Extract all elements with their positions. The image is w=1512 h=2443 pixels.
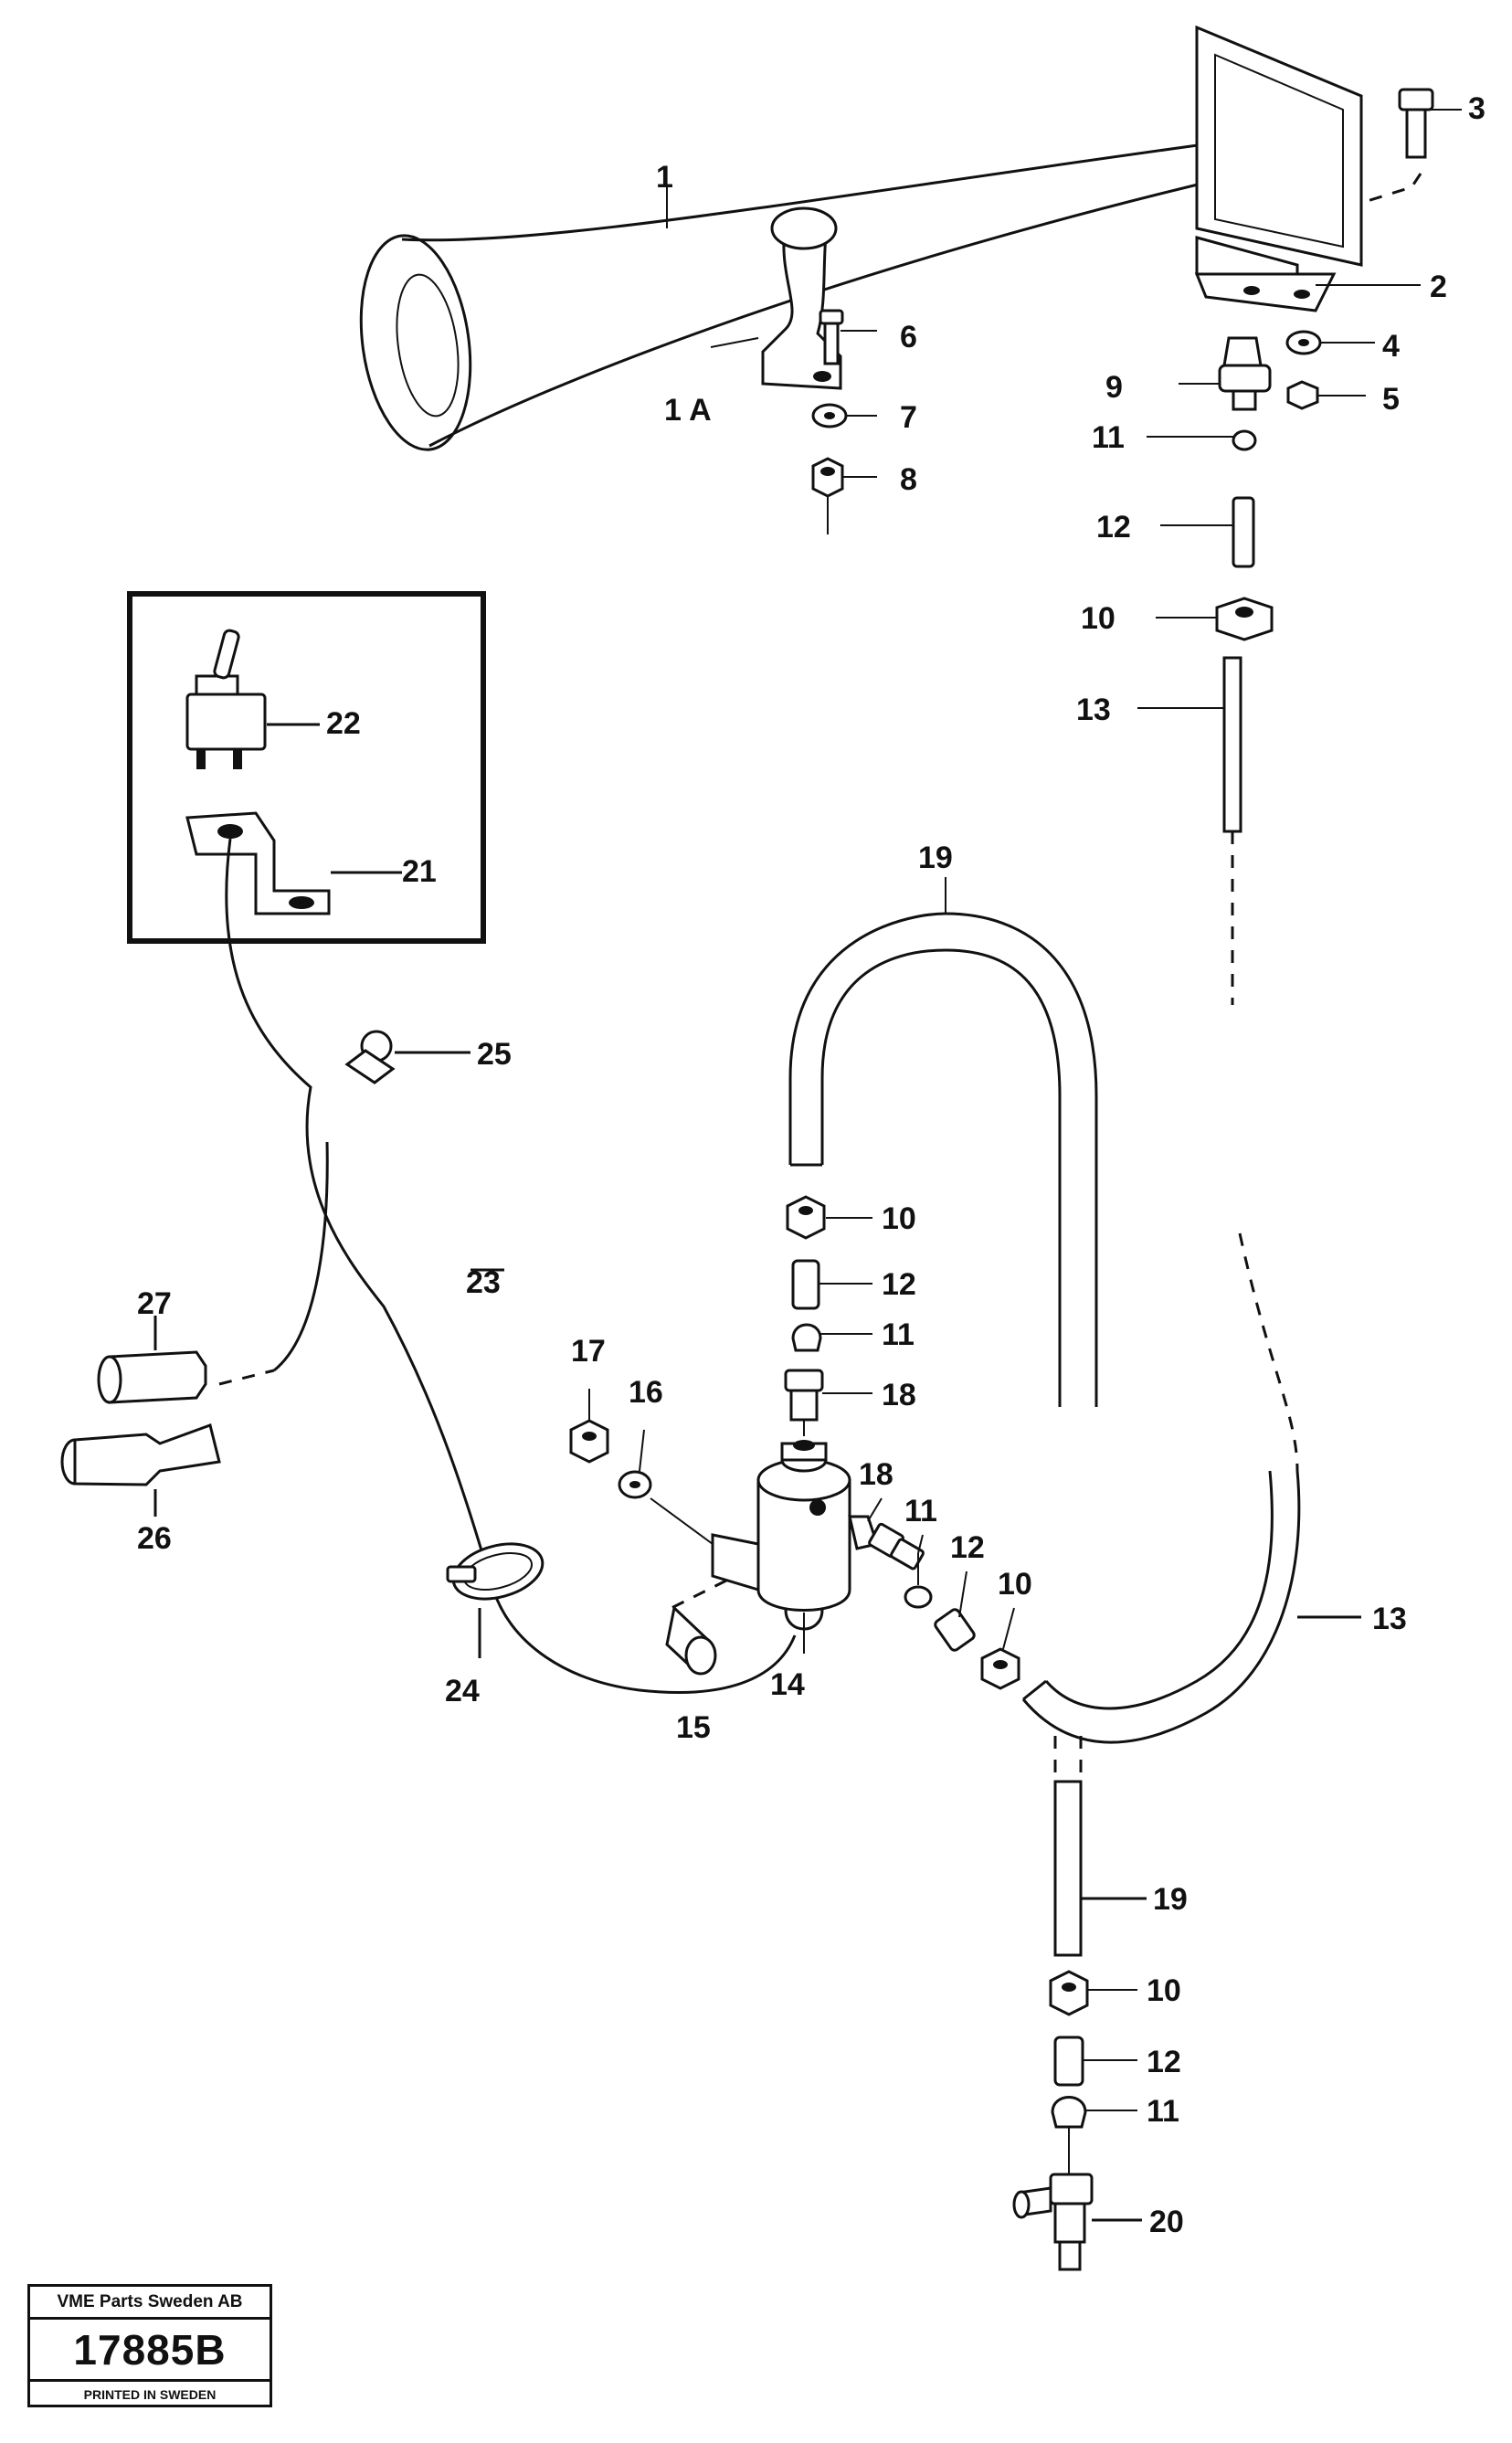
olive-11-mid: [791, 1323, 822, 1352]
bolt-3: [1360, 88, 1434, 205]
label-12-top: 12: [1096, 510, 1131, 545]
label-11-top: 11: [1092, 420, 1125, 455]
solenoid-valve-14: [671, 1440, 851, 1631]
label-10-side: 10: [998, 1567, 1032, 1602]
sleeve-12-side: [934, 1608, 976, 1652]
washer-7: [811, 403, 848, 428]
olive-11-top: [1232, 429, 1257, 451]
bolt-15: [665, 1605, 717, 1676]
label-1: 1: [656, 160, 673, 195]
label-4: 4: [1382, 329, 1400, 364]
bracket-21: [185, 811, 331, 915]
stamp-drawing-number: 17885B: [30, 2320, 270, 2382]
part-labels: 1 1 A 2 3 4 5 6 7 8 9 11 12 10 13 22 21 …: [137, 91, 1486, 2239]
label-26: 26: [137, 1521, 172, 1556]
label-16: 16: [629, 1375, 663, 1410]
label-24: 24: [445, 1674, 480, 1708]
stamp-company: VME Parts Sweden AB: [30, 2287, 270, 2320]
washer-16: [618, 1470, 714, 1545]
label-5: 5: [1382, 382, 1400, 417]
horn-bracket: [761, 206, 842, 390]
label-1a: 1 A: [664, 393, 712, 428]
label-13-top: 13: [1076, 693, 1111, 727]
label-8: 8: [900, 462, 917, 497]
nut-10-top: [1215, 597, 1274, 641]
label-22: 22: [326, 706, 361, 741]
clip-25: [344, 1030, 471, 1084]
label-13-curve: 13: [1372, 1602, 1407, 1636]
label-20: 20: [1149, 2205, 1184, 2239]
olive-11-bottom: [1051, 2096, 1087, 2184]
nut-10-mid: [786, 1195, 826, 1240]
label-12-mid: 12: [882, 1267, 916, 1302]
label-2: 2: [1430, 270, 1447, 304]
label-10-top: 10: [1081, 601, 1115, 636]
tee-20: [1012, 2173, 1142, 2271]
label-23: 23: [466, 1265, 501, 1300]
stamp-printed-note: PRINTED IN SWEDEN: [83, 2387, 217, 2402]
label-11-side: 11: [904, 1494, 937, 1528]
label-21: 21: [402, 854, 437, 889]
label-10-mid: 10: [882, 1201, 916, 1236]
label-25: 25: [477, 1037, 512, 1072]
label-18-side: 18: [859, 1457, 893, 1492]
sleeve-27: [97, 1316, 275, 1404]
washer-4: [1285, 330, 1322, 355]
nut-17: [569, 1419, 609, 1464]
clamp-24: [446, 1542, 545, 1658]
hose-19-bottom: [1053, 1736, 1147, 1957]
nut-10-side: [980, 1647, 1020, 1690]
horn-housing: [1194, 25, 1363, 312]
olive-11-side: [904, 1553, 933, 1609]
pipe-13-curve: [1021, 1232, 1361, 1744]
hose-19-top: [788, 877, 1098, 1407]
label-11-mid: 11: [882, 1317, 915, 1352]
label-3: 3: [1468, 91, 1486, 126]
label-12-side: 12: [950, 1530, 985, 1565]
label-19-top: 19: [918, 841, 953, 875]
cable-23: [225, 838, 797, 1694]
label-12-bottom: 12: [1147, 2045, 1181, 2079]
label-7: 7: [900, 400, 917, 435]
nut-8: [811, 457, 844, 534]
label-19-bottom: 19: [1153, 1882, 1188, 1917]
nut-5: [1286, 380, 1319, 410]
sleeve-12-mid: [791, 1259, 820, 1310]
horn-trumpet: [359, 131, 1267, 451]
label-27: 27: [137, 1286, 172, 1321]
label-11-bottom: 11: [1147, 2094, 1179, 2129]
terminal-26: [60, 1423, 221, 1517]
label-10-bottom: 10: [1147, 1973, 1181, 2008]
drawing-stamp: VME Parts Sweden AB 17885B PRINTED IN SW…: [27, 2284, 272, 2407]
label-14: 14: [770, 1667, 805, 1702]
leader-lines: [588, 109, 1462, 2111]
sleeve-12-top: [1232, 496, 1255, 568]
label-9: 9: [1105, 370, 1123, 405]
pipe-13-top: [1222, 656, 1242, 1005]
union-18-top: [784, 1369, 824, 1436]
bolt-6: [819, 309, 844, 365]
switch-22: [185, 629, 267, 769]
nut-10-bottom: [1049, 1970, 1089, 2016]
label-18-top: 18: [882, 1378, 916, 1412]
label-6: 6: [900, 320, 917, 354]
switch-box: [127, 591, 486, 944]
union-18-side: [848, 1515, 925, 1570]
sleeve-12-bottom: [1053, 2036, 1084, 2087]
label-15: 15: [676, 1710, 711, 1745]
union-9: [1218, 336, 1272, 411]
label-17: 17: [571, 1334, 606, 1369]
